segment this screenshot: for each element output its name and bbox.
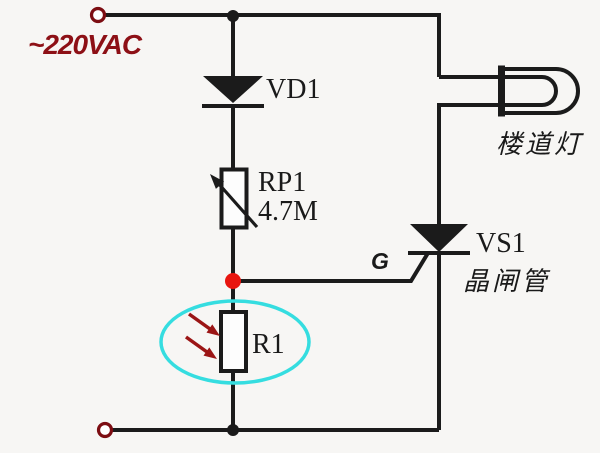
- lamp-outer-envelope: [502, 67, 580, 115]
- thyristor-label: VS1: [476, 228, 526, 259]
- potentiometer-body: [219, 167, 249, 230]
- main-wires: [105, 13, 441, 432]
- gate-junction-dot: [225, 273, 241, 289]
- light-ray-arrowhead-2: [203, 347, 217, 359]
- diode-vd1-symbol: [202, 76, 264, 108]
- potentiometer-value-label: 4.7M: [258, 196, 318, 227]
- top-wire: [105, 13, 441, 77]
- diode-triangle: [203, 76, 263, 103]
- light-ray-line-1: [187, 312, 212, 331]
- junction-dot-bottom: [227, 424, 239, 436]
- potentiometer-label: RP1: [258, 167, 307, 198]
- thyristor-chinese-label: 晶闸管: [463, 267, 551, 296]
- gate-label: G: [371, 248, 389, 274]
- lamp-chinese-label: 楼道灯: [496, 130, 584, 159]
- light-ray-line-2: [184, 335, 209, 354]
- terminal-bottom-left: [96, 421, 114, 439]
- lamp-symbol: [437, 65, 580, 226]
- photoresistor-body: [219, 310, 248, 373]
- potentiometer-wiper-line: [216, 181, 259, 229]
- light-rays-icon: [184, 312, 220, 359]
- thyristor-triangle: [410, 224, 468, 252]
- terminal-top-left: [89, 6, 107, 24]
- light-ray-arrowhead-1: [206, 324, 220, 336]
- photoresistor-label: R1: [252, 329, 285, 360]
- gate-wire: [233, 251, 430, 283]
- lamp-inner-loop: [437, 75, 558, 226]
- diode-label: VD1: [266, 74, 321, 105]
- highlight-ellipse: [159, 299, 311, 385]
- thyristor-vs1-symbol: [408, 224, 470, 255]
- potentiometer-wiper-arrowhead: [210, 174, 225, 189]
- source-voltage-label: ~220VAC: [28, 29, 142, 60]
- photoresistor-r1-symbol: [159, 299, 311, 385]
- potentiometer-rp1-symbol: [210, 167, 259, 230]
- junction-dot-top: [227, 10, 239, 22]
